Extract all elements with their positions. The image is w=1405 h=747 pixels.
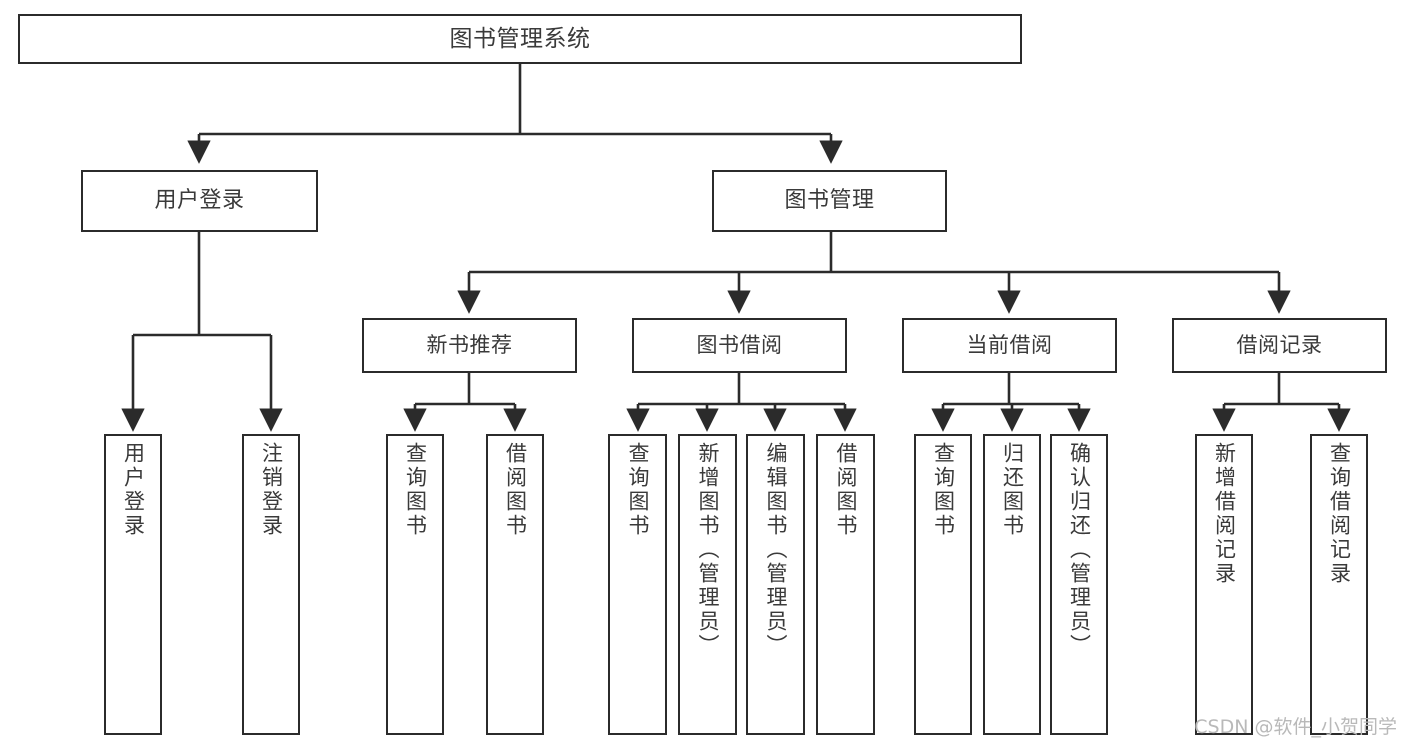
node-book-management-label: 图书管理 [784, 188, 875, 213]
leaf-borrow-book-recommend[interactable]: 借阅图书 [486, 434, 544, 735]
node-new-book-recommend[interactable]: 新书推荐 [362, 318, 577, 373]
leaf-borrow-book-recommend-label: 借阅图书 [503, 442, 528, 538]
leaf-confirm-return-admin-label: 确认归还（管理员） [1067, 442, 1092, 658]
leaf-query-book-current[interactable]: 查询图书 [914, 434, 972, 735]
node-borrow-record-label: 借阅记录 [1236, 333, 1323, 357]
node-current-borrow-label: 当前借阅 [966, 333, 1053, 357]
leaf-add-borrow-record-label: 新增借阅记录 [1212, 442, 1237, 586]
leaf-add-book-admin-label: 新增图书（管理员） [696, 442, 720, 658]
leaf-user-login-label: 用户登录 [121, 442, 146, 538]
leaf-query-book-borrow[interactable]: 查询图书 [608, 434, 667, 735]
leaf-query-book-recommend[interactable]: 查询图书 [386, 434, 444, 735]
leaf-edit-book-admin-label: 编辑图书（管理员） [764, 442, 788, 658]
leaf-query-book-current-label: 查询图书 [931, 442, 956, 538]
leaf-query-book-recommend-label: 查询图书 [403, 442, 428, 538]
node-user-login[interactable]: 用户登录 [81, 170, 318, 232]
leaf-borrow-book-label: 借阅图书 [834, 442, 858, 538]
leaf-query-book-borrow-label: 查询图书 [626, 442, 650, 538]
watermark: CSDN @软件_小贺同学 [1194, 716, 1397, 738]
leaf-confirm-return-admin[interactable]: 确认归还（管理员） [1050, 434, 1108, 735]
leaf-logout-label: 注销登录 [259, 442, 284, 538]
leaf-query-borrow-record[interactable]: 查询借阅记录 [1310, 434, 1368, 735]
leaf-return-book[interactable]: 归还图书 [983, 434, 1041, 735]
leaf-return-book-label: 归还图书 [1000, 442, 1025, 538]
node-user-login-label: 用户登录 [154, 188, 245, 213]
leaf-add-book-admin[interactable]: 新增图书（管理员） [678, 434, 737, 735]
leaf-query-borrow-record-label: 查询借阅记录 [1327, 442, 1352, 586]
node-borrow-record[interactable]: 借阅记录 [1172, 318, 1387, 373]
leaf-borrow-book[interactable]: 借阅图书 [816, 434, 875, 735]
node-root-label: 图书管理系统 [449, 25, 591, 52]
node-book-borrow-label: 图书借阅 [696, 333, 783, 357]
node-new-book-recommend-label: 新书推荐 [426, 333, 513, 357]
leaf-add-borrow-record[interactable]: 新增借阅记录 [1195, 434, 1253, 735]
node-book-management[interactable]: 图书管理 [712, 170, 947, 232]
leaf-edit-book-admin[interactable]: 编辑图书（管理员） [746, 434, 805, 735]
node-book-borrow[interactable]: 图书借阅 [632, 318, 847, 373]
leaf-user-login[interactable]: 用户登录 [104, 434, 162, 735]
node-root[interactable]: 图书管理系统 [18, 14, 1022, 64]
node-current-borrow[interactable]: 当前借阅 [902, 318, 1117, 373]
leaf-logout[interactable]: 注销登录 [242, 434, 300, 735]
